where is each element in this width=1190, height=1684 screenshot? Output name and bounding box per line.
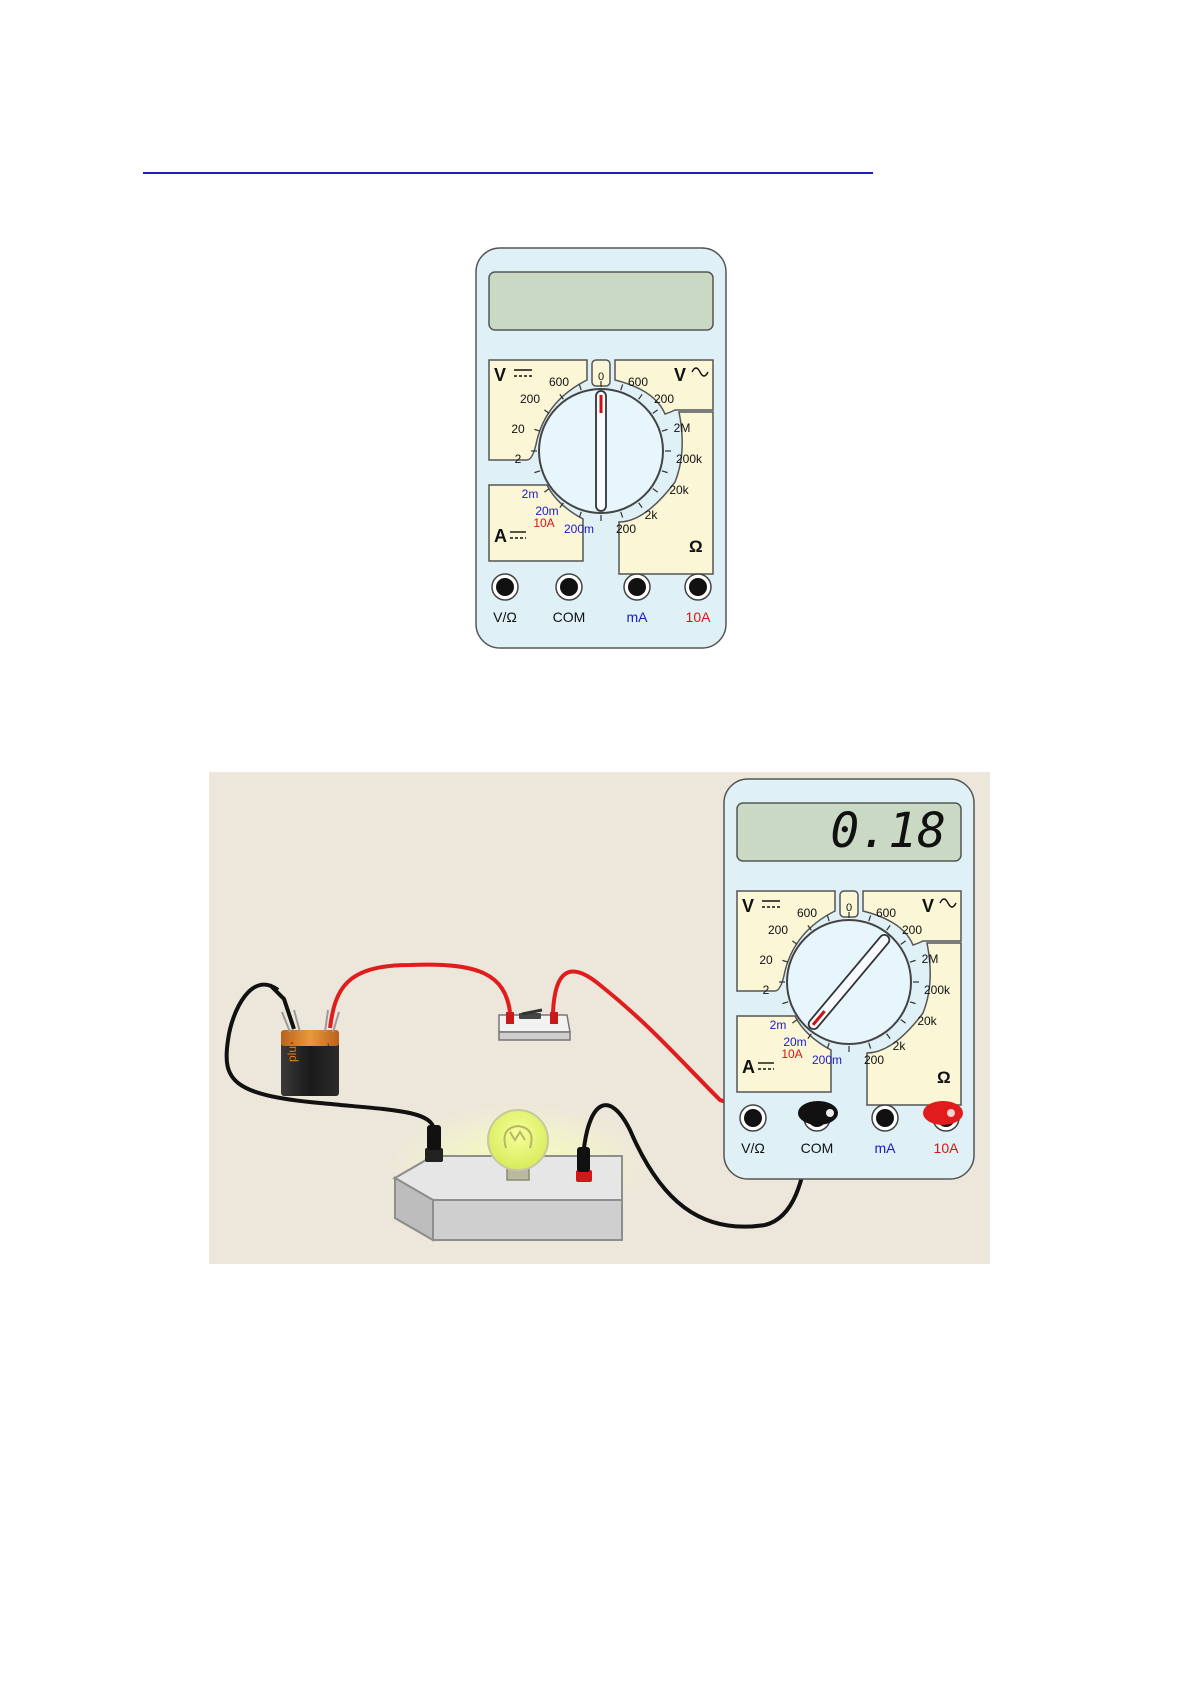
- meter1-acv-range: 200: [654, 392, 674, 406]
- meter1-jack-label: 10A: [686, 609, 712, 625]
- meter1-dial-pointer: [596, 391, 606, 511]
- meter2-ohm-range: 2k: [893, 1039, 907, 1053]
- meter2-jack-label: mA: [875, 1140, 897, 1156]
- meter1-dcv-range: 20: [511, 422, 525, 436]
- meter2-dcv-range: 20: [759, 953, 773, 967]
- meter2-dcv-symbol: V: [742, 896, 754, 916]
- meter2-jack-label: V/Ω: [741, 1140, 765, 1156]
- meter1-jack-hole: [496, 578, 514, 596]
- 10a-probe-plug: [923, 1101, 963, 1125]
- meter2-lcd-reading: 0.18: [830, 803, 946, 859]
- meter1-jack-label: mA: [627, 609, 649, 625]
- meter1-dcv-range: 200: [520, 392, 540, 406]
- meter2-jack-hole: [876, 1109, 894, 1127]
- meter2-dca-10a: 10A: [781, 1047, 802, 1061]
- meter1-ohm-range: 2k: [645, 508, 659, 522]
- meter1-acv-symbol: V: [674, 365, 686, 385]
- meter1-dca-10a: 10A: [533, 516, 554, 530]
- meter1-off-label: 0: [598, 371, 604, 383]
- meter1-ohm-symbol: Ω: [689, 537, 703, 556]
- meter1-dcv-range: 2: [515, 452, 522, 466]
- meter1-dca-range: 200m: [564, 522, 594, 536]
- meter2-dcv-range: 2: [763, 983, 770, 997]
- meter2-ohm-range: 20k: [917, 1014, 937, 1028]
- meter1-ohm-range: 200: [616, 522, 636, 536]
- meter1-jack-hole: [560, 578, 578, 596]
- meter2-dca-range: 200m: [812, 1053, 842, 1067]
- switch: [499, 1010, 570, 1040]
- meter2-acv-range: 600: [876, 906, 896, 920]
- meter2-dca-range: 2m: [770, 1018, 787, 1032]
- meter2-dca-symbol: A: [742, 1057, 755, 1077]
- meter2-jack-label: 10A: [934, 1140, 960, 1156]
- meter2-dcv-range: 600: [797, 906, 817, 920]
- battery-plus-mark: +: [325, 1041, 331, 1053]
- meter1-dcv-range: 600: [549, 375, 569, 389]
- meter2-ohm-range: 200: [864, 1053, 884, 1067]
- lamp-terminal-black: [425, 1125, 443, 1162]
- meter2-acv-range: 200: [902, 923, 922, 937]
- meter1-jack-label: COM: [553, 609, 586, 625]
- meter2-off-label: 0: [846, 902, 852, 914]
- meter2-acv-symbol: V: [922, 896, 934, 916]
- meter1-lcd: [489, 272, 713, 330]
- meter1-dca-range: 2m: [522, 487, 539, 501]
- meter1-ohm-range: 2M: [674, 421, 691, 435]
- meter2-jack-label: COM: [801, 1140, 834, 1156]
- meter1-ohm-range: 200k: [676, 452, 703, 466]
- meter1-ohm-range: 20k: [669, 483, 689, 497]
- lamp-terminal-red: [576, 1147, 592, 1182]
- meter2-ohm-symbol: Ω: [937, 1068, 951, 1087]
- meter1-acv-range: 600: [628, 375, 648, 389]
- meter2-dcv-range: 200: [768, 923, 788, 937]
- meter2-jack-hole: [744, 1109, 762, 1127]
- meter2-ohm-range: 2M: [922, 952, 939, 966]
- meter1-pointer-mark: [600, 395, 603, 413]
- com-probe-plug: [798, 1101, 838, 1125]
- multimeter-1: VVAΩ06002002026002002M200k20k2k2002m20m2…: [476, 248, 726, 648]
- meter1-jack-hole: [628, 578, 646, 596]
- meter1-jack-hole: [689, 578, 707, 596]
- meter1-dcv-symbol: V: [494, 365, 506, 385]
- battery-minus-mark: -: [290, 1037, 294, 1049]
- meter1-dca-symbol: A: [494, 526, 507, 546]
- meter2-ohm-range: 200k: [924, 983, 951, 997]
- meter1-jack-label: V/Ω: [493, 609, 517, 625]
